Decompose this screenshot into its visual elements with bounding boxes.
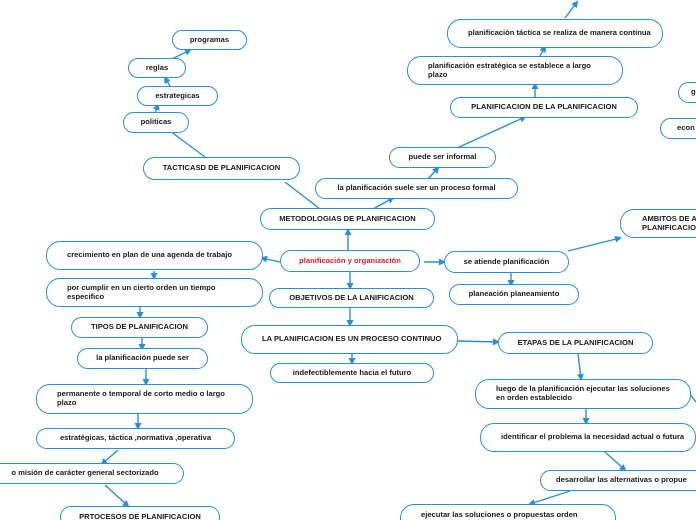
node-tacticas[interactable]: TACTICASD DE PLANIFICACION bbox=[143, 157, 300, 180]
link-root-crecimiento bbox=[260, 255, 281, 263]
node-metodologias[interactable]: METODOLOGIAS DE PLANIFICACION bbox=[260, 208, 435, 230]
node-econ[interactable]: econ bbox=[660, 118, 696, 139]
node-luego[interactable]: luego de la planificación ejecutar las s… bbox=[475, 379, 691, 409]
link-luego-right bbox=[689, 393, 696, 403]
link-formal-informal bbox=[427, 166, 440, 180]
node-se-atiende[interactable]: se atiende planificación bbox=[444, 251, 569, 273]
node-plan-estrategica[interactable]: planificación estratégica se establece a… bbox=[407, 56, 623, 85]
root-node[interactable]: planificación y organización bbox=[280, 250, 420, 272]
link-desarrollar-ejecutar bbox=[528, 490, 571, 506]
link-met-tacticas bbox=[284, 181, 321, 210]
link-pol-estrat bbox=[152, 103, 160, 114]
link-ident-desarrollar bbox=[604, 451, 627, 472]
node-identificar[interactable]: identificar el problema la necesidad act… bbox=[480, 423, 696, 452]
node-planeacion[interactable]: planeación planeamiento bbox=[449, 284, 579, 305]
node-indefectiblemente[interactable]: indefectiblemente hacia el futuro bbox=[270, 363, 434, 383]
node-etapas[interactable]: ETAPAS DE LA PLANIFICACION bbox=[498, 332, 653, 354]
link-seatiende-ambitos bbox=[567, 235, 622, 252]
link-mision-procesos bbox=[104, 484, 130, 508]
link-tactica-top bbox=[564, 0, 579, 19]
node-programas[interactable]: programas bbox=[172, 30, 247, 50]
node-ambitos[interactable]: AMBITOS DE A PLANIFICACION bbox=[620, 209, 696, 238]
node-reglas[interactable]: reglas bbox=[128, 58, 186, 78]
node-g-partial[interactable]: g bbox=[678, 82, 696, 103]
node-proceso-continuo[interactable]: LA PLANIFICACION ES UN PROCESO CONTINUO bbox=[241, 325, 458, 354]
node-puede-ser[interactable]: la planificación puede ser bbox=[77, 348, 208, 369]
node-tipos[interactable]: TIPOS DE PLANIFICACION bbox=[71, 317, 208, 338]
link-informal-planplan bbox=[456, 115, 527, 149]
node-desarrollar[interactable]: desarrollar las alternativas o propue bbox=[540, 470, 696, 491]
node-politicas[interactable]: politicas bbox=[123, 112, 189, 133]
node-proceso-formal[interactable]: la planificación suele ser un proceso fo… bbox=[315, 178, 518, 199]
link-estrat-tactica bbox=[539, 45, 546, 57]
node-estrategicas[interactable]: estrategicas bbox=[137, 86, 218, 106]
node-plan-de-plan[interactable]: PLANIFICACION DE LA PLANIFICACION bbox=[450, 97, 638, 118]
node-mision[interactable]: o misión de carácter general sectorizado bbox=[0, 463, 184, 484]
link-met-formal bbox=[372, 197, 395, 210]
link-continuo-etapas bbox=[457, 338, 500, 346]
link-tac-politicas bbox=[169, 130, 206, 158]
link-estrat-mision bbox=[100, 449, 119, 466]
node-cumplir[interactable]: por cumplir en un cierto orden un tiempo… bbox=[46, 278, 263, 307]
node-crecimiento[interactable]: crecimiento en plan de una agenda de tra… bbox=[46, 241, 263, 270]
link-estrat-reglas bbox=[163, 76, 171, 87]
node-objetivos[interactable]: OBJETIVOS DE LA LANIFICACION bbox=[269, 288, 434, 308]
link-etapas-luego bbox=[576, 353, 584, 381]
node-puede-informal[interactable]: puede ser informal bbox=[389, 147, 496, 168]
node-permanente[interactable]: permanente o temporal de corto medio o l… bbox=[36, 384, 253, 414]
node-estrategicas-tipo[interactable]: estratégicas, táctica ,normativa ,operat… bbox=[36, 428, 235, 449]
node-ejecutar[interactable]: ejecutar las soluciones o propuestas ord… bbox=[400, 504, 616, 520]
node-plan-tactica[interactable]: planificación táctica se realiza de mane… bbox=[447, 19, 663, 48]
node-procesos[interactable]: PRTOCESOS DE PLANIFICACION bbox=[60, 506, 220, 520]
